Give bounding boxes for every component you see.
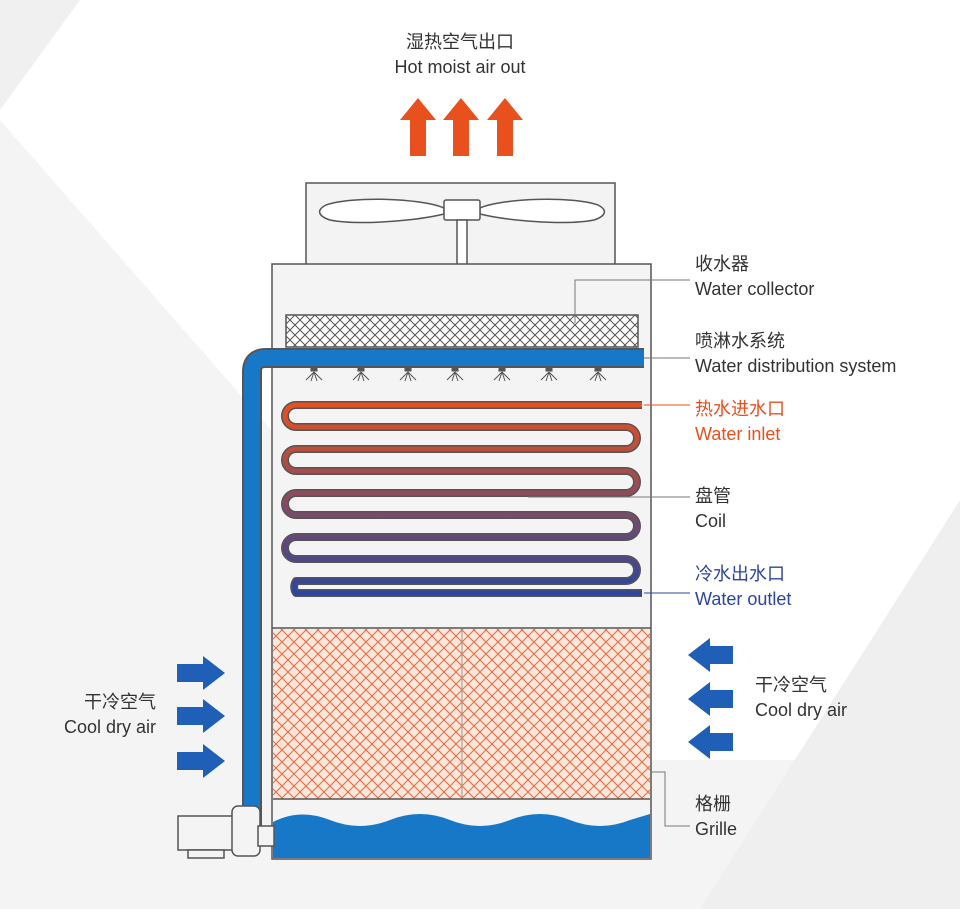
cool-dry-air-right-label-zh: 干冷空气 [755, 675, 827, 696]
cool-dry-air-left-label-zh: 干冷空气 [84, 692, 156, 713]
grille-label-zh: 格栅 [695, 794, 731, 815]
coil [281, 401, 642, 597]
water-inlet-label-zh: 热水进水口 [695, 399, 785, 420]
water-inlet-label-en: Water inlet [695, 424, 781, 444]
fan-icon [318, 198, 606, 266]
coil-label-en: Coil [695, 511, 727, 531]
water-outlet-label-en: Water outlet [695, 589, 792, 609]
hot-air-arrow-icon [400, 98, 523, 156]
grille-label: 格栅 Grille [695, 792, 737, 842]
air-in-arrow-icon [688, 638, 733, 759]
air-in-arrow-icon [177, 656, 225, 778]
cool-dry-air-left-label: 干冷空气 Cool dry air [20, 690, 156, 740]
water-collector-label: 收水器 Water collector [695, 252, 814, 302]
hot-air-out-label-zh: 湿热空气出口 [406, 32, 514, 53]
pump-icon [177, 805, 275, 859]
hot-air-out-label-en: Hot moist air out [394, 57, 526, 77]
grille-label-en: Grille [695, 819, 738, 839]
hot-air-out-label: 湿热空气出口 Hot moist air out [360, 30, 560, 80]
water-outlet-label-zh: 冷水出水口 [695, 564, 785, 585]
cool-dry-air-left-label-en: Cool dry air [63, 717, 156, 737]
water-collector-label-en: Water collector [695, 279, 815, 299]
cool-dry-air-right-label: 干冷空气 Cool dry air [755, 673, 847, 723]
water-pipe [242, 348, 644, 845]
coil-label-zh: 盘管 [695, 486, 731, 507]
nozzle-icon [305, 366, 607, 382]
water-collector-mesh [285, 314, 639, 348]
fill-media [273, 629, 650, 800]
water-distribution-label-en: Water distribution system [695, 356, 897, 376]
leader-lines [528, 279, 690, 827]
coil-label: 盘管 Coil [695, 484, 731, 534]
water-distribution-label-zh: 喷淋水系统 [695, 331, 785, 352]
water-collector-label-zh: 收水器 [695, 254, 749, 275]
water-distribution-label: 喷淋水系统 Water distribution system [695, 329, 896, 379]
cool-dry-air-right-label-en: Cool dry air [755, 700, 848, 720]
water-outlet-label: 冷水出水口 Water outlet [695, 562, 791, 612]
basin-water [273, 814, 650, 858]
water-inlet-label: 热水进水口 Water inlet [695, 397, 785, 447]
